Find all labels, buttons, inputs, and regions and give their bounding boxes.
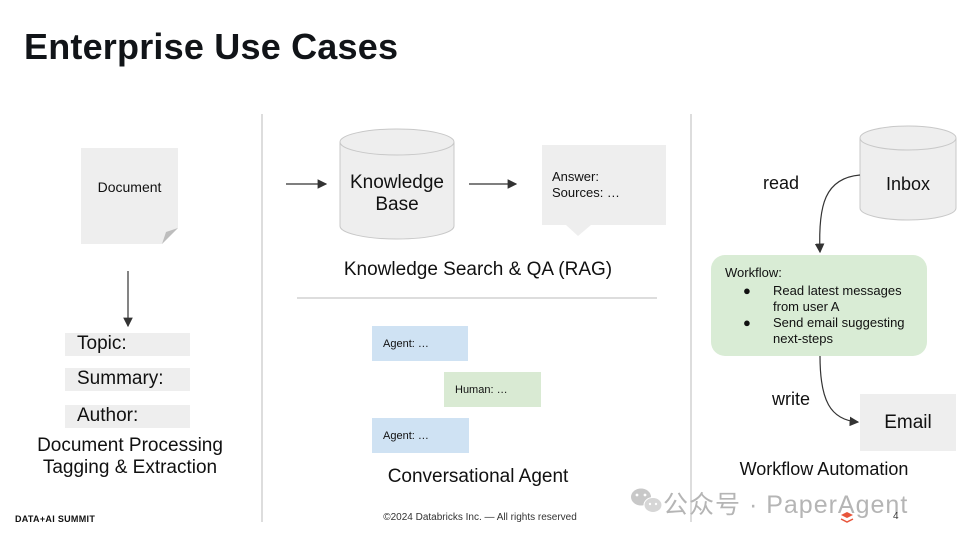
column-divider-left [261, 114, 263, 522]
answer-callout-shape [542, 145, 666, 236]
read-arrow [814, 174, 861, 254]
workflow-caption: Workflow Automation [739, 459, 909, 479]
page-number: 4 [893, 511, 899, 522]
conversational-caption: Conversational Agent [387, 466, 569, 487]
inbox-label: Inbox [885, 174, 931, 194]
column-divider-right [690, 114, 692, 522]
write-label: write [772, 389, 811, 409]
watermark-text: 公众号 · PaperAgent [663, 491, 909, 519]
knowledge-base-label: Knowledge Base [340, 172, 454, 216]
summary-field: Summary: [65, 368, 190, 391]
email-box-shape [860, 394, 956, 451]
read-label: read [763, 173, 800, 193]
workflow-step: ● Send email suggesting next-steps [725, 315, 913, 347]
kb-label-line2: Base [375, 194, 419, 215]
workflow-steps: ● Read latest messages from user A ● Sen… [725, 283, 913, 347]
summit-logo: DATA+AI SUMMIT [15, 514, 96, 524]
answer-text: Answer: Sources: … [552, 169, 620, 201]
answer-line1: Answer: [552, 169, 599, 184]
databricks-logo-icon [840, 512, 854, 523]
section-divider [297, 297, 657, 299]
doc-processing-caption: Document Processing Tagging & Extraction [20, 435, 240, 479]
topic-field: Topic: [65, 333, 190, 356]
email-label: Email [884, 412, 932, 433]
write-arrow [819, 355, 860, 427]
wechat-icon [631, 488, 663, 513]
human-message: Human: … [444, 372, 541, 407]
kb-label-line1: Knowledge [349, 172, 445, 193]
doc-caption-line1: Document Processing [37, 435, 223, 456]
document-label: Document [97, 179, 162, 195]
author-field: Author: [65, 405, 190, 428]
knowledge-base-cylinder [339, 128, 455, 240]
document-page-shape [81, 148, 178, 244]
agent-message-2: Agent: … [372, 418, 469, 453]
doc-caption-line2: Tagging & Extraction [42, 457, 218, 478]
workflow-step-text: Read latest messages from user A [773, 283, 902, 314]
workflow-step: ● Read latest messages from user A [725, 283, 913, 315]
bullet-icon: ● [743, 315, 751, 330]
answer-line2: Sources: … [552, 185, 620, 200]
workflow-box: Workflow: ● Read latest messages from us… [711, 255, 927, 356]
workflow-title: Workflow: [725, 265, 782, 280]
slide-title: Enterprise Use Cases [24, 26, 399, 67]
rag-caption: Knowledge Search & QA (RAG) [343, 259, 613, 280]
copyright-text: ©2024 Databricks Inc. — All rights reser… [383, 512, 577, 523]
inbox-cylinder [859, 125, 957, 221]
workflow-step-text: Send email suggesting next-steps [773, 315, 905, 346]
bullet-icon: ● [743, 283, 751, 298]
agent-message-1: Agent: … [372, 326, 468, 361]
